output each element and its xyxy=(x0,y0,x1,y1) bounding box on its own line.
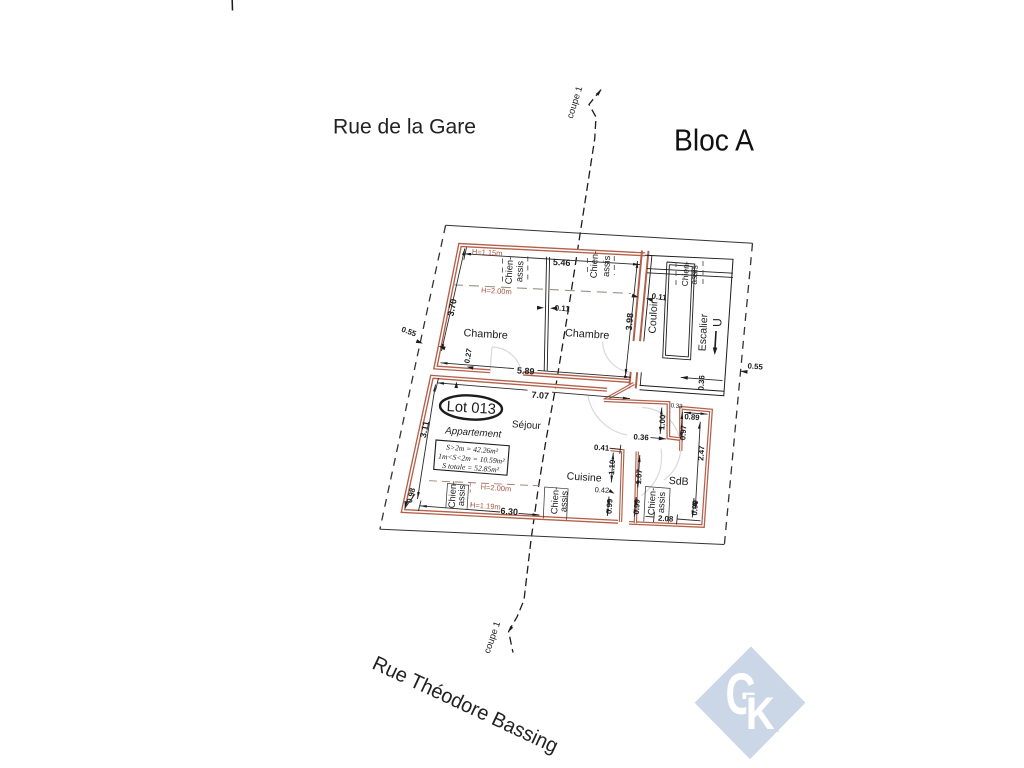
svg-text:Escalier: Escalier xyxy=(697,313,711,351)
svg-text:2.08: 2.08 xyxy=(658,514,674,524)
svg-text:Chambre: Chambre xyxy=(565,327,610,342)
svg-text:1.07: 1.07 xyxy=(634,469,644,485)
svg-text:0.89: 0.89 xyxy=(684,412,700,422)
svg-text:H=2.00m: H=2.00m xyxy=(480,482,511,493)
svg-text:7.07: 7.07 xyxy=(531,390,549,401)
svg-text:U: U xyxy=(711,318,725,327)
svg-text:Chien-: Chien- xyxy=(447,481,459,509)
svg-text:0.99: 0.99 xyxy=(604,498,614,514)
svg-text:0.55: 0.55 xyxy=(747,361,764,371)
svg-text:1.00: 1.00 xyxy=(657,414,667,430)
svg-text:0.33: 0.33 xyxy=(670,402,683,410)
svg-text:assis: assis xyxy=(514,260,525,282)
svg-text:0.36: 0.36 xyxy=(633,432,649,442)
svg-text:Rue de la Gare: Rue de la Gare xyxy=(333,116,476,139)
svg-text:assis: assis xyxy=(456,484,467,506)
svg-text:0.27: 0.27 xyxy=(462,348,473,364)
svg-text:0.99: 0.99 xyxy=(632,498,642,514)
svg-text:Appartement: Appartement xyxy=(444,425,503,440)
svg-text:Cuisine: Cuisine xyxy=(566,470,602,484)
svg-text:3.70: 3.70 xyxy=(445,298,458,317)
svg-text:H=1.15m: H=1.15m xyxy=(472,247,503,258)
svg-text:0.36: 0.36 xyxy=(696,374,706,390)
svg-text:assis: assis xyxy=(689,265,700,285)
svg-text:0.42: 0.42 xyxy=(595,485,610,495)
svg-text:assis: assis xyxy=(601,255,612,277)
svg-text:Chien-: Chien- xyxy=(646,488,658,516)
svg-text:Séjour: Séjour xyxy=(512,419,542,432)
svg-text:3.11: 3.11 xyxy=(418,420,431,439)
svg-text:S>2m = 42.26m²: S>2m = 42.26m² xyxy=(446,443,499,456)
svg-text:Chien-: Chien- xyxy=(503,257,515,285)
svg-text:5.46: 5.46 xyxy=(553,257,571,268)
svg-text:Bloc A: Bloc A xyxy=(674,124,755,158)
svg-text:assis: assis xyxy=(656,491,667,513)
svg-text:0.97: 0.97 xyxy=(678,425,688,441)
svg-text:Chien-: Chien- xyxy=(588,251,600,279)
svg-text:0.11: 0.11 xyxy=(554,303,570,313)
svg-text:S totale = 52.85m²: S totale = 52.85m² xyxy=(442,461,500,474)
svg-text:H=2.00m: H=2.00m xyxy=(481,286,512,297)
svg-text:H=1.19m: H=1.19m xyxy=(470,500,501,511)
svg-text:SdB: SdB xyxy=(668,475,689,488)
svg-text:Chien-: Chien- xyxy=(680,261,692,287)
svg-text:Chien-: Chien- xyxy=(549,487,561,515)
svg-text:0.41: 0.41 xyxy=(594,443,610,453)
svg-text:6.30: 6.30 xyxy=(500,506,518,517)
svg-text:3.98: 3.98 xyxy=(624,313,635,331)
svg-text:5.89: 5.89 xyxy=(517,365,535,376)
svg-text:0.99: 0.99 xyxy=(690,499,700,515)
svg-text:Lot 013: Lot 013 xyxy=(446,399,496,418)
svg-text:1.10: 1.10 xyxy=(607,459,617,475)
svg-text:Couloir: Couloir xyxy=(646,300,660,334)
svg-text:0.11: 0.11 xyxy=(651,292,668,303)
svg-text:G: G xyxy=(726,662,758,727)
svg-text:Chambre: Chambre xyxy=(463,327,508,342)
svg-text:K: K xyxy=(746,688,775,738)
svg-text:K: K xyxy=(746,688,775,738)
svg-text:assis: assis xyxy=(558,490,569,512)
svg-text:2.47: 2.47 xyxy=(696,445,706,461)
svg-text:0.98: 0.98 xyxy=(405,486,417,503)
